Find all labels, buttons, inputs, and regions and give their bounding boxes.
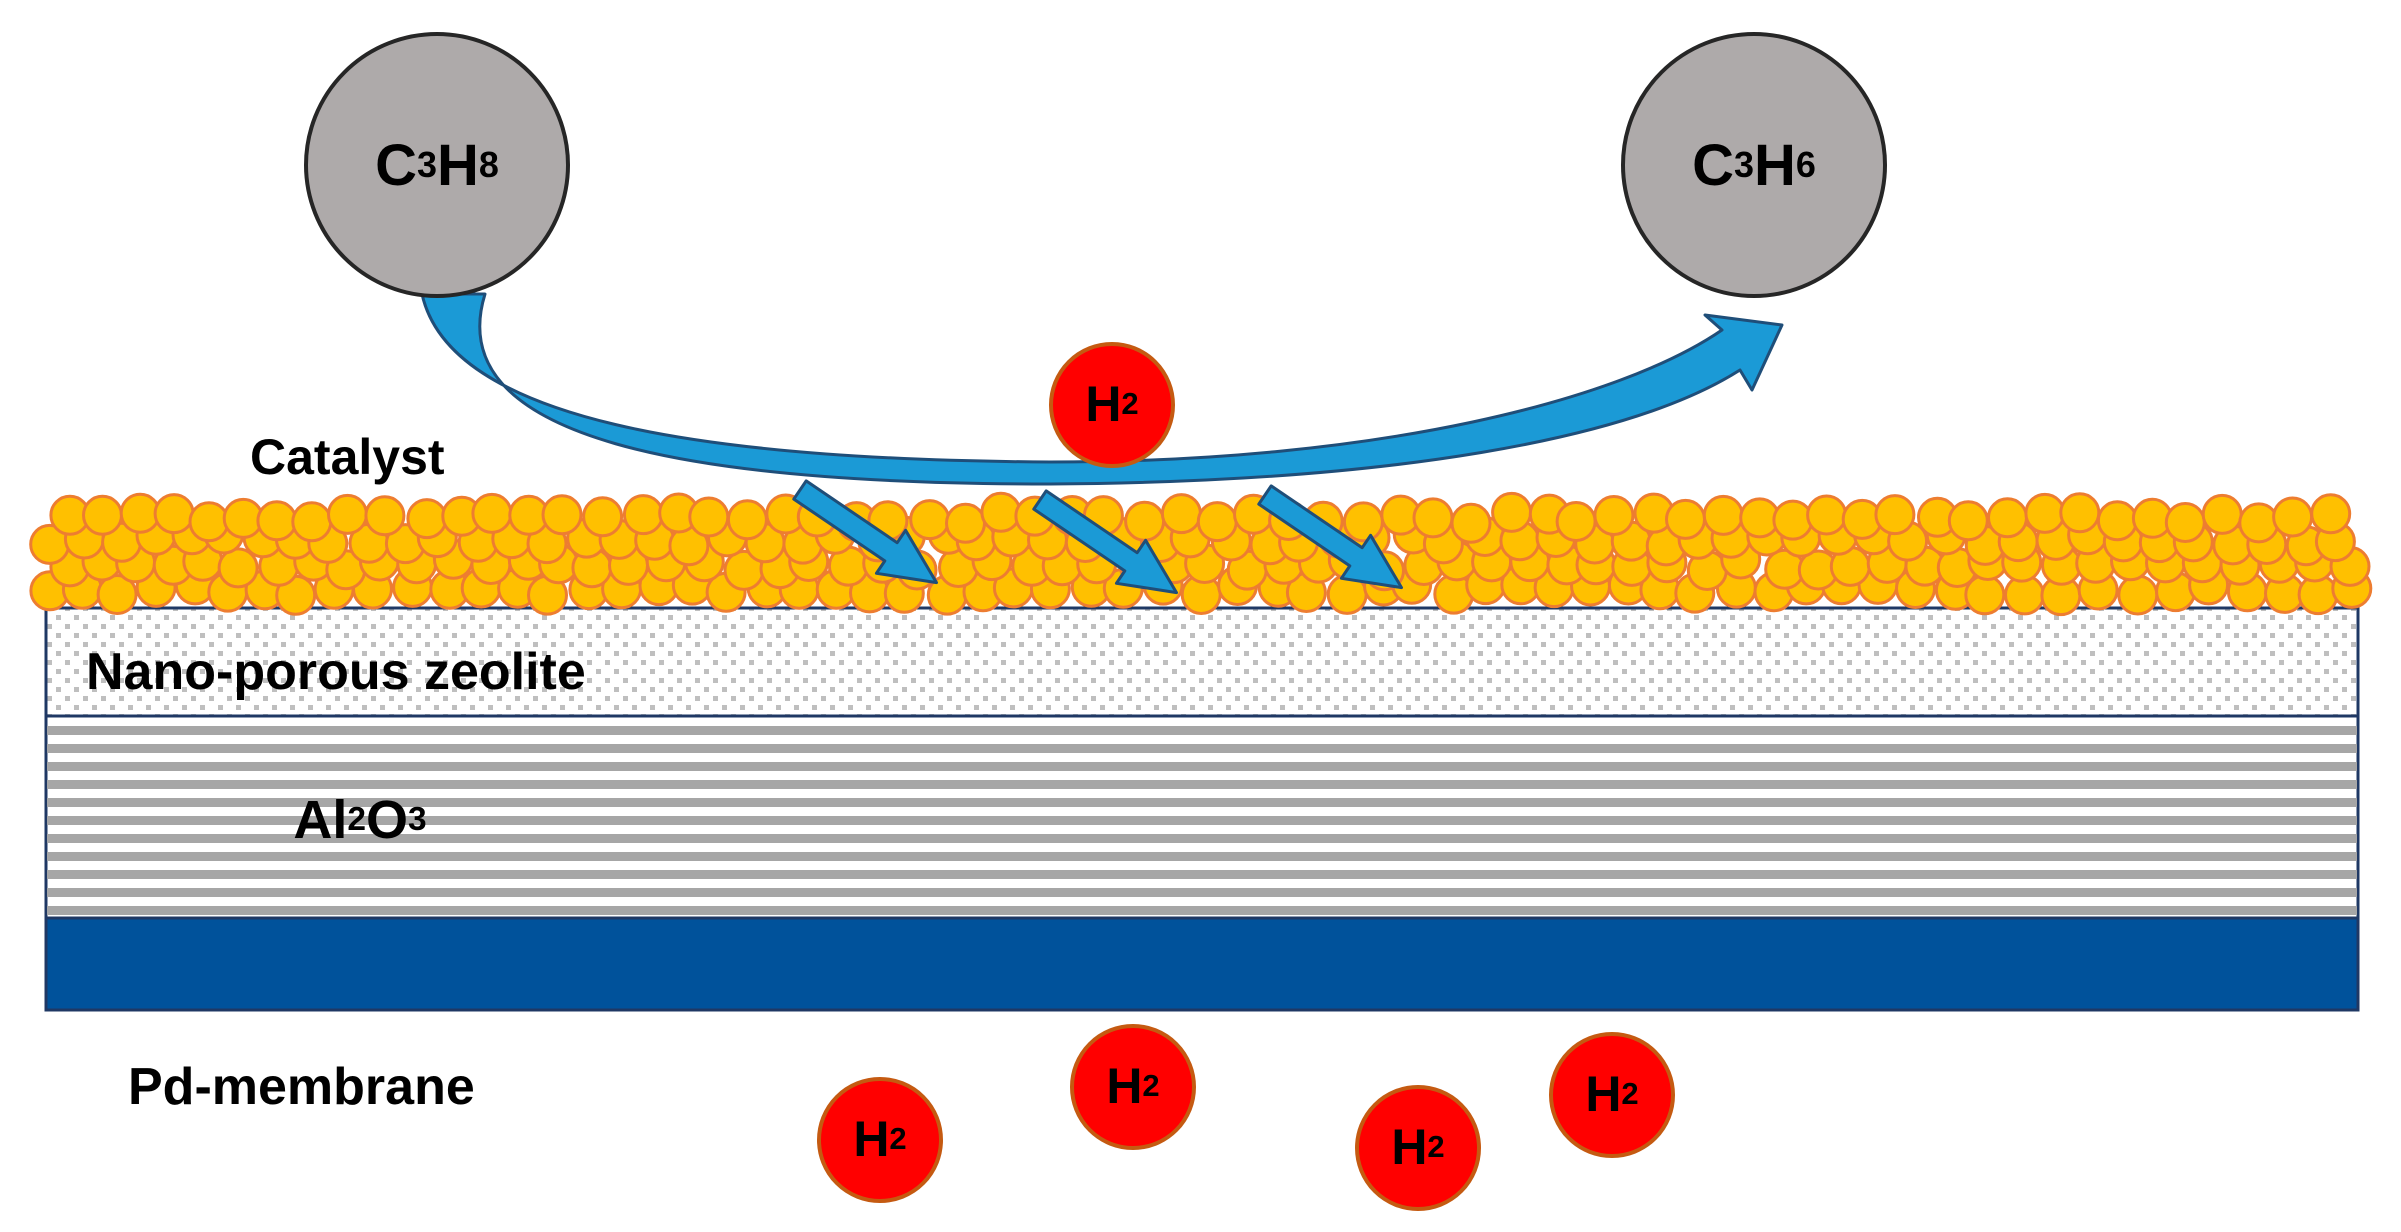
catalyst-particle-icon xyxy=(1555,501,1597,542)
catalyst-particle-icon xyxy=(1702,494,1744,536)
alumina-stripe xyxy=(47,906,2357,915)
hydrogen-permeation-arrow-icon xyxy=(792,479,938,585)
catalyst-particle-icon xyxy=(1160,493,1202,535)
catalyst-particle-icon xyxy=(217,547,259,589)
catalyst-particle-icon xyxy=(2164,502,2206,543)
catalyst-particle-icon xyxy=(1593,495,1635,536)
alumina-stripe xyxy=(47,888,2357,897)
catalyst-particle-icon xyxy=(909,499,951,541)
catalyst-particle-icon xyxy=(622,494,664,536)
catalyst-particle-icon xyxy=(980,491,1022,533)
catalyst-particle-icon xyxy=(1124,500,1166,542)
catalyst-particle-icon xyxy=(1772,499,1814,541)
catalyst-particle-icon xyxy=(82,494,123,536)
catalyst-particle-icon xyxy=(1947,500,1989,542)
alumina-stripe xyxy=(47,726,2357,735)
membrane-layers xyxy=(44,606,2360,1012)
catalyst-particle-icon xyxy=(1342,501,1384,543)
catalyst-particle-icon xyxy=(1450,502,1492,544)
catalyst-particle-icon xyxy=(291,501,333,543)
catalyst-particle-icon xyxy=(119,492,161,534)
alumina-stripe xyxy=(47,780,2357,789)
alumina-stripe xyxy=(47,744,2357,753)
catalyst-particle-icon xyxy=(2238,502,2280,544)
catalyst-particle-icon xyxy=(327,493,368,535)
catalyst-layer xyxy=(29,491,2373,617)
catalyst-particle-icon xyxy=(2117,574,2159,616)
catalyst-particle-icon xyxy=(1665,498,1706,540)
hydrogen-molecule-icon xyxy=(817,1077,943,1203)
catalyst-label: Catalyst xyxy=(250,429,445,485)
alumina-stripe xyxy=(47,870,2357,879)
hydrogen-molecule-icon xyxy=(1070,1024,1196,1150)
catalyst-particle-icon xyxy=(2096,500,2138,542)
propane-molecule-icon xyxy=(304,32,570,298)
alumina-stripe xyxy=(47,816,2357,825)
zeolite-layer xyxy=(44,606,2360,718)
alumina-layer xyxy=(44,714,2360,920)
hydrogen-molecule-icon xyxy=(1549,1032,1675,1158)
catalyst-particle-icon xyxy=(2272,496,2314,538)
catalyst-particle-icon xyxy=(2059,492,2101,534)
catalyst-particle-icon xyxy=(541,494,583,536)
catalyst-particle-icon xyxy=(1874,494,1916,536)
alumina-stripe xyxy=(47,834,2357,843)
pd-membrane-layer xyxy=(44,916,2360,1012)
catalyst-particle-icon xyxy=(582,496,624,538)
hydrogen-molecule-icon xyxy=(1049,342,1175,468)
curved-reaction-arrow-icon xyxy=(420,292,1784,486)
catalyst-particle-icon xyxy=(726,499,768,541)
zeolite-label: Nano-porous zeolite xyxy=(86,643,586,701)
catalyst-particle-icon xyxy=(406,498,448,540)
propylene-molecule-icon xyxy=(1621,32,1887,298)
catalyst-particle-icon xyxy=(188,501,230,543)
pd-membrane-label: Pd-membrane xyxy=(128,1058,475,1116)
catalyst-particle-icon xyxy=(153,493,195,535)
catalyst-particle-icon xyxy=(945,502,986,544)
catalyst-particle-icon xyxy=(1412,497,1454,539)
alumina-stripe xyxy=(47,798,2357,807)
catalyst-particle-icon xyxy=(688,496,730,538)
catalyst-particle-icon xyxy=(1806,494,1848,536)
catalyst-particle-icon xyxy=(1987,497,2028,539)
catalyst-particle-icon xyxy=(222,497,264,539)
catalyst-particle-icon xyxy=(2310,493,2352,535)
hydrogen-permeation-arrow-icon xyxy=(1032,489,1178,595)
catalyst-particle-icon xyxy=(364,495,406,537)
hydrogen-molecules xyxy=(817,342,1675,1211)
hydrogen-molecule-icon xyxy=(1355,1085,1481,1211)
hydrogen-permeation-arrows xyxy=(792,479,1403,595)
catalyst-particle-icon xyxy=(2024,492,2066,534)
alumina-stripe xyxy=(47,852,2357,861)
hydrogen-permeation-arrow-icon xyxy=(1257,484,1403,590)
catalyst-particle-icon xyxy=(1491,491,1533,533)
catalyst-particle-icon xyxy=(256,500,298,542)
catalyst-particle-icon xyxy=(1196,501,1238,543)
catalyst-particle-icon xyxy=(471,492,513,534)
alumina-stripe xyxy=(47,762,2357,771)
catalyst-particle-icon xyxy=(96,574,138,615)
catalyst-particle-icon xyxy=(2201,493,2243,535)
